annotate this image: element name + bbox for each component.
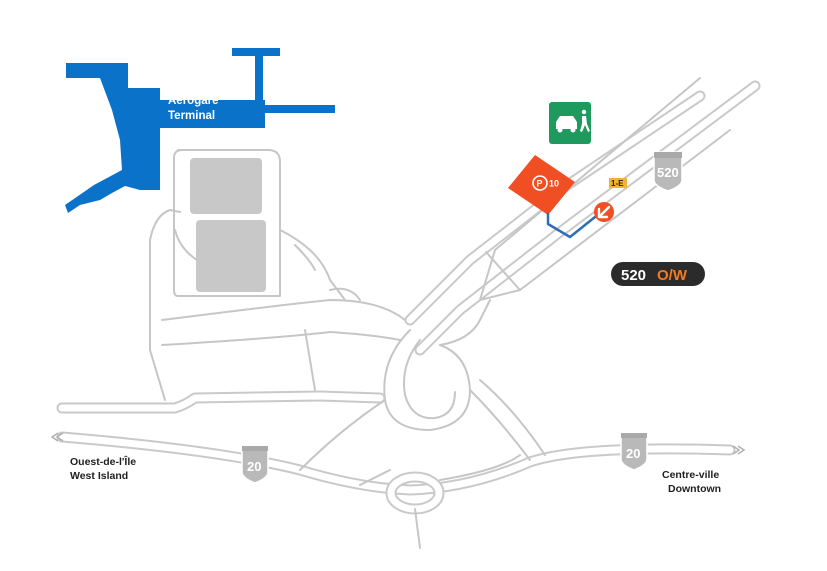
exit-tag: 1-E: [609, 178, 627, 188]
shield-520-number: 520: [657, 165, 679, 180]
highway-20-shield-left: 20: [241, 445, 269, 484]
west-destination-fr: Ouest-de-l'Île: [70, 455, 136, 468]
dropoff-sign: [549, 102, 591, 144]
parking-p10-sign: P 10: [508, 155, 575, 215]
parking-number: 10: [549, 179, 559, 189]
car-and-pedestrian-icon: [556, 109, 590, 133]
highway-20-shield-right: 20: [620, 432, 648, 471]
east-destination-en: Downtown: [668, 483, 721, 495]
exit-tag-label: 1-E: [611, 179, 624, 188]
highway-520-shield: 520: [653, 151, 683, 192]
terminal-label-fr: Aérogare: [168, 95, 219, 107]
west-destination-en: West Island: [70, 470, 128, 482]
parking-garage: [173, 149, 281, 297]
west-arrows-icon: [50, 432, 64, 442]
parking-letter: P: [537, 179, 543, 189]
east-arrows-icon: [732, 445, 746, 455]
shield-20-right-number: 20: [626, 446, 640, 461]
east-destination-fr: Centre-ville: [662, 469, 719, 481]
terminal-building: Aérogare Terminal: [65, 48, 335, 213]
route-pill-direction: O/W: [657, 267, 688, 284]
arrow-down-left-icon: [597, 205, 611, 219]
exit-arrow-marker: [594, 202, 614, 222]
route-520-west-pill: 520 O/W: [611, 262, 705, 286]
shield-20-left-number: 20: [247, 459, 261, 474]
terminal-label-en: Terminal: [168, 110, 215, 122]
route-line: [546, 212, 601, 239]
road-network: [56, 77, 761, 549]
route-pill-number: 520: [621, 267, 646, 284]
